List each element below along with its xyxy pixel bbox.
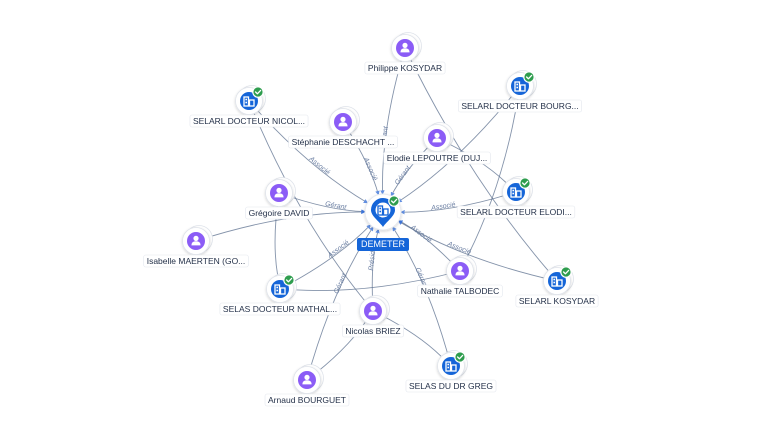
edge-label: Président: [368, 240, 378, 271]
verified-badge-icon: [454, 351, 466, 363]
node-label-box: SELARL KOSYDAR: [515, 294, 599, 308]
person-icon: [432, 132, 442, 143]
node-label: SELAS DOCTEUR NATHAL...: [223, 304, 337, 314]
node-label-box: Isabelle MAERTEN (GO...: [143, 254, 249, 268]
building-icon: [514, 81, 526, 92]
nodes-layer: Philippe KOSYDAR SELARL DOCTEUR BOURG... S…: [143, 32, 599, 407]
edge-label: Associé: [326, 239, 351, 260]
building-icon: [445, 361, 457, 372]
person-icon: [400, 42, 410, 53]
person-icon: [338, 116, 348, 127]
edge-talbodec-nathal: [293, 270, 461, 292]
node-label: SELARL KOSYDAR: [519, 296, 595, 306]
verified-badge-icon: [388, 195, 400, 207]
edge-label: Associé: [361, 156, 378, 182]
person-node[interactable]: Nathalie TALBODEC: [417, 255, 503, 298]
person-node[interactable]: Grégoire DAVID: [245, 177, 313, 220]
person-icon: [368, 305, 378, 316]
building-icon: [243, 96, 255, 107]
verified-badge-icon: [283, 274, 295, 286]
node-label-box: SELARL DOCTEUR ELODI...: [456, 205, 576, 219]
node-label: Nicolas BRIEZ: [345, 326, 400, 336]
person-icon: [274, 187, 284, 198]
company-node[interactable]: SELAS DU DR GREG: [405, 350, 497, 393]
node-label: Philippe KOSYDAR: [368, 63, 442, 73]
node-label-box: Nathalie TALBODEC: [417, 284, 503, 298]
company-node[interactable]: SELARL DOCTEUR ELODI...: [456, 176, 576, 219]
person-icon: [455, 265, 465, 276]
node-label-box: SELAS DU DR GREG: [405, 379, 497, 393]
center-node[interactable]: DEMETER: [356, 193, 410, 251]
company-node[interactable]: SELARL DOCTEUR NICOL...: [189, 85, 309, 128]
edge-label: Associé: [408, 223, 433, 244]
verified-badge-icon: [523, 71, 535, 83]
edge-label: Associé: [430, 201, 456, 212]
person-node[interactable]: Nicolas BRIEZ: [342, 295, 404, 338]
person-node[interactable]: Stéphanie DESCHACHT ...: [288, 106, 398, 149]
node-label: Isabelle MAERTEN (GO...: [147, 256, 246, 266]
verified-badge-icon: [560, 266, 572, 278]
node-label-box: Stéphanie DESCHACHT ...: [288, 135, 398, 149]
node-label: SELARL DOCTEUR BOURG...: [461, 101, 578, 111]
person-node[interactable]: Philippe KOSYDAR: [364, 32, 446, 75]
person-node[interactable]: Elodie LEPOUTRE (DUJ...: [383, 122, 491, 165]
edge-label: Gérant: [325, 201, 348, 212]
building-icon: [377, 205, 389, 216]
person-icon: [191, 235, 201, 246]
person-node[interactable]: Arnaud BOURGUET: [264, 364, 350, 407]
node-label-box: Elodie LEPOUTRE (DUJ...: [383, 151, 491, 165]
edge-elodi-center: [400, 191, 517, 215]
node-label-box: Nicolas BRIEZ: [342, 324, 404, 338]
node-label: Elodie LEPOUTRE (DUJ...: [387, 153, 488, 163]
center-label-text: DEMETER: [361, 239, 406, 249]
person-icon: [302, 374, 312, 385]
node-label: SELARL DOCTEUR ELODI...: [460, 207, 572, 217]
node-label: Grégoire DAVID: [249, 208, 310, 218]
node-label-box: SELARL DOCTEUR BOURG...: [458, 99, 582, 113]
node-label-box: Philippe KOSYDAR: [364, 61, 446, 75]
company-node[interactable]: SELARL DOCTEUR BOURG...: [458, 70, 582, 113]
edge-label: Associé: [307, 155, 331, 177]
node-label: Stéphanie DESCHACHT ...: [292, 137, 395, 147]
center-label: DEMETER: [356, 238, 410, 251]
node-label: Arnaud BOURGUET: [268, 395, 346, 405]
edge-kosydar_c-center: [397, 220, 558, 282]
node-label-box: SELARL DOCTEUR NICOL...: [189, 114, 309, 128]
node-label: Nathalie TALBODEC: [421, 286, 500, 296]
verified-badge-icon: [252, 86, 264, 98]
edge-label: Gérant: [333, 272, 349, 295]
company-node[interactable]: SELARL KOSYDAR: [515, 265, 599, 308]
person-node[interactable]: Isabelle MAERTEN (GO...: [143, 225, 249, 268]
node-label-box: Grégoire DAVID: [245, 206, 313, 220]
edge-label: Associé: [445, 240, 471, 256]
edge-kosydar_p-kosydar_c: [404, 47, 549, 271]
node-label: SELAS DU DR GREG: [409, 381, 493, 391]
node-label-box: SELAS DOCTEUR NATHAL...: [219, 302, 341, 316]
building-icon: [551, 276, 563, 287]
node-label-box: Arnaud BOURGUET: [264, 393, 350, 407]
building-icon: [510, 187, 522, 198]
verified-badge-icon: [519, 177, 531, 189]
node-label: SELARL DOCTEUR NICOL...: [193, 116, 305, 126]
building-icon: [274, 284, 286, 295]
company-node[interactable]: SELAS DOCTEUR NATHAL...: [219, 273, 341, 316]
